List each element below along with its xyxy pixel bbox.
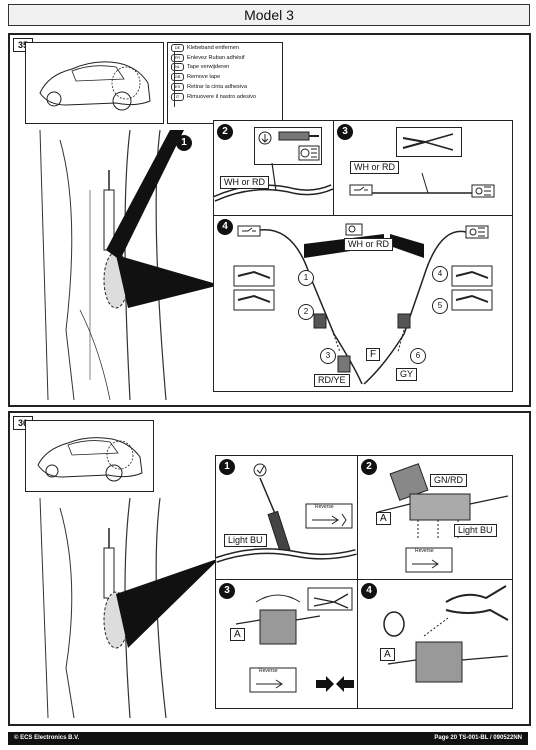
page-title: Model 3 xyxy=(8,4,530,26)
panel-step-4: 4 A xyxy=(357,579,513,709)
connector-label-f: F xyxy=(366,348,381,361)
section-36: 36 1 Reverse Lig xyxy=(8,411,531,726)
page-footer: © ECS Electronics B.V. Page 20 TS-001-BL… xyxy=(8,732,528,745)
step-1-marker: 1 xyxy=(176,135,192,151)
step-4-marker: 4 xyxy=(361,583,377,599)
legend-text: Remove tape xyxy=(187,74,221,81)
flag-icon: GB xyxy=(171,73,184,82)
reverse-label: Reverse xyxy=(259,668,278,674)
step-3-marker: 3 xyxy=(219,583,235,599)
sequence-number-5: 5 xyxy=(432,298,448,314)
reverse-label: Reverse xyxy=(315,504,334,510)
panel-step-1: 1 Reverse Light BU xyxy=(215,455,359,581)
step-2-marker: 2 xyxy=(361,459,377,475)
sequence-number-6: 6 xyxy=(410,348,426,364)
sequence-number-4: 4 xyxy=(432,266,448,282)
pillar-interior-drawing xyxy=(39,497,220,719)
flag-icon: IT xyxy=(171,92,184,101)
wire-label-light-bu: Light BU xyxy=(224,534,267,547)
step-4-marker: 4 xyxy=(217,219,233,235)
sequence-number-1: 1 xyxy=(298,270,314,286)
crimp-connector-drawing xyxy=(235,587,354,693)
panel-step-4: 4 WH or RD 1 2 xyxy=(213,215,513,392)
wire-label-gy: GY xyxy=(396,368,418,381)
legend-text: Tape verwijderen xyxy=(187,64,230,71)
flag-icon: NL xyxy=(171,63,184,72)
reverse-label: Reverse xyxy=(415,548,434,554)
panel-step-3: 3 A Reverse xyxy=(215,579,359,709)
car-thumbnail xyxy=(25,42,164,124)
wire-label-wh-or-rd: WH or RD xyxy=(350,161,399,174)
wire-label-wh-or-rd: WH or RD xyxy=(220,176,269,189)
legend-text: Enlevez Ruban adhésif xyxy=(187,54,245,61)
wire-cut-drawing xyxy=(349,172,495,198)
sequence-number-3: 3 xyxy=(320,348,336,364)
tap-connector-drawing xyxy=(215,463,357,563)
pliers-icon xyxy=(402,133,454,151)
tool-box xyxy=(254,127,322,165)
panel-step-2: 2 WH or RD xyxy=(212,120,335,217)
pliers-box xyxy=(396,127,462,157)
panel-step-3: 3 WH or RD xyxy=(333,120,513,217)
pliers-crimp-drawing xyxy=(383,585,509,683)
sequence-number-2: 2 xyxy=(298,304,314,320)
flag-icon: ES xyxy=(171,83,184,92)
footer-page-info: Page 20 TS-001-BL / 090522NN xyxy=(434,735,522,741)
step-2-marker: 2 xyxy=(217,124,233,140)
wire-label-light-bu: Light BU xyxy=(454,524,497,537)
car-thumbnail xyxy=(25,420,154,492)
connector-label-a: A xyxy=(380,648,395,661)
panel-step-2: 2 GN/RD A Light BU Reverse xyxy=(357,455,513,581)
car-rear-drawing xyxy=(39,61,151,111)
pillar-interior-drawing xyxy=(39,129,220,401)
screwdriver-tape-icon xyxy=(258,131,320,161)
wire-label-gn-rd: GN/RD xyxy=(430,474,467,487)
splice-connector-drawing xyxy=(377,463,509,573)
flag-icon: FR xyxy=(171,53,184,62)
connector-label-a: A xyxy=(376,512,391,525)
connector-label-a: A xyxy=(230,628,245,641)
wire-harness-drawing xyxy=(212,162,334,202)
wire-label-rd-ye: RD/YE xyxy=(314,374,350,387)
vertical-connector xyxy=(174,51,176,107)
legend-text: Rimuovere il nastro adesivo xyxy=(187,93,257,100)
flag-icon: DE xyxy=(171,43,184,52)
wire-label-wh-or-rd: WH or RD xyxy=(344,238,393,251)
step-3-marker: 3 xyxy=(337,124,353,140)
footer-company: © ECS Electronics B.V. xyxy=(14,735,80,741)
step-1-marker: 1 xyxy=(219,459,235,475)
legend-text: Retirar la cinta adhesiva xyxy=(187,84,248,91)
legend-text: Klebeband entfernen xyxy=(187,44,239,51)
car-rear-drawing xyxy=(37,437,143,482)
